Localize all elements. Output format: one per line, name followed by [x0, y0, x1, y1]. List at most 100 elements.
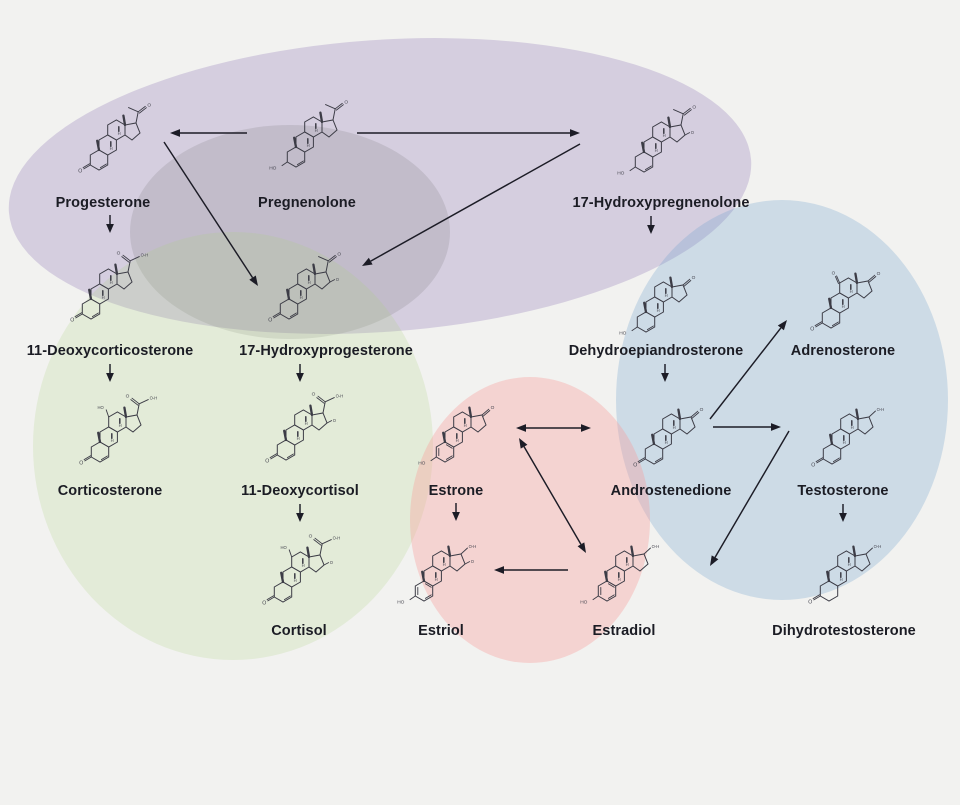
bond-lines [682, 278, 692, 287]
bond-lines [828, 272, 859, 310]
bond-lines [296, 160, 304, 166]
atom-label: HO [397, 599, 404, 605]
atom-label: O [79, 461, 83, 467]
arrow-androstenedione-to-testosterone [713, 423, 781, 431]
bond-lines [326, 420, 333, 424]
bond-lines [125, 414, 142, 433]
atom-label: O [808, 600, 812, 606]
atom-label: H [443, 562, 446, 567]
bond-lines [325, 104, 336, 121]
bond-lines [316, 395, 326, 404]
bond-lines [690, 410, 700, 419]
bond-lines [323, 562, 330, 566]
bond-lines [470, 414, 487, 433]
bond-lines [840, 557, 850, 578]
bond-lines [438, 444, 453, 460]
bond-lines [655, 128, 665, 149]
atom-label: O [471, 559, 475, 564]
atom-label: H [665, 293, 668, 298]
atom-label: O-H [150, 395, 158, 400]
bond-lines [684, 132, 691, 136]
atom-label: HO [619, 330, 626, 336]
bond-lines [868, 410, 876, 418]
bond-lines [314, 271, 331, 290]
bond-lines [128, 107, 139, 124]
atom-label: O [126, 393, 130, 399]
arrow-head [106, 373, 114, 382]
bond-lines [449, 553, 466, 572]
atom-label: H [657, 308, 660, 313]
arrow-testosterone-to-dihydrotestosterone [839, 504, 847, 522]
atom-label: O [333, 418, 337, 423]
bond-lines [329, 279, 336, 283]
atom-label: O [268, 318, 272, 324]
atom-label: H [618, 577, 621, 582]
bond-lines [307, 123, 317, 144]
arrow-progesterone-to-17-hydroxyprogesterone [163, 141, 258, 286]
bond-lines [643, 547, 651, 555]
bond-lines [669, 124, 686, 143]
bond-lines [673, 109, 684, 126]
bond-lines [319, 539, 332, 556]
bond-lines [105, 409, 110, 418]
atom-label: H [851, 425, 854, 430]
bond-lines [481, 408, 491, 417]
bond-lines [854, 553, 871, 572]
bond-lines [826, 545, 857, 583]
arrow-17-hydroxypregnenolone-to-17-hydroxyprogesterone [362, 143, 581, 266]
group-ellipse-green-group [33, 232, 433, 660]
bond-lines [318, 256, 329, 273]
bond-lines [665, 420, 675, 441]
bond-lines [308, 554, 325, 573]
atom-label: H [464, 423, 467, 428]
atom-label: HO [418, 460, 425, 466]
arrow-head [106, 224, 114, 233]
arrow-line [714, 430, 790, 558]
atom-label: H [110, 146, 113, 151]
group-ellipse-purple-group [8, 38, 752, 334]
atom-label: O [337, 252, 341, 258]
bond-lines [272, 312, 281, 319]
atom-label: H [308, 280, 311, 285]
bond-lines [322, 397, 335, 414]
bond-lines [297, 416, 307, 437]
bond-lines [430, 456, 437, 462]
group-ellipse-pink-group [410, 377, 650, 663]
atom-label: O-H [652, 544, 660, 549]
atom-label: O [78, 169, 82, 175]
bond-lines [637, 457, 646, 464]
bond-lines [110, 126, 120, 147]
arrow-head [570, 129, 580, 137]
group-ellipse-blue-group [616, 200, 948, 600]
atom-label: H [111, 438, 114, 443]
bond-lines [409, 595, 416, 601]
bond-lines [856, 280, 873, 299]
arrow-head [647, 225, 655, 234]
bond-lines [865, 547, 873, 555]
bond-lines [464, 561, 471, 565]
arrow-pregnenolone-to-progesterone [170, 129, 247, 137]
bond-lines [74, 312, 83, 319]
arrow-11-deoxycortisol-to-cortisol [296, 504, 304, 522]
bond-lines [604, 545, 635, 583]
bond-lines [460, 547, 468, 555]
bond-lines [651, 408, 682, 446]
bond-lines [421, 545, 452, 583]
bond-lines [435, 557, 445, 578]
atom-label: O [330, 560, 334, 565]
bond-lines [857, 416, 874, 435]
bond-lines [88, 263, 119, 301]
atom-label: O-H [874, 544, 882, 549]
atom-label: HO [281, 545, 288, 550]
bond-lines [644, 165, 652, 171]
arrow-estradiol-to-estriol [494, 566, 568, 574]
bond-lines [127, 256, 140, 273]
bond-lines [286, 263, 317, 301]
atom-label: O [336, 277, 340, 282]
